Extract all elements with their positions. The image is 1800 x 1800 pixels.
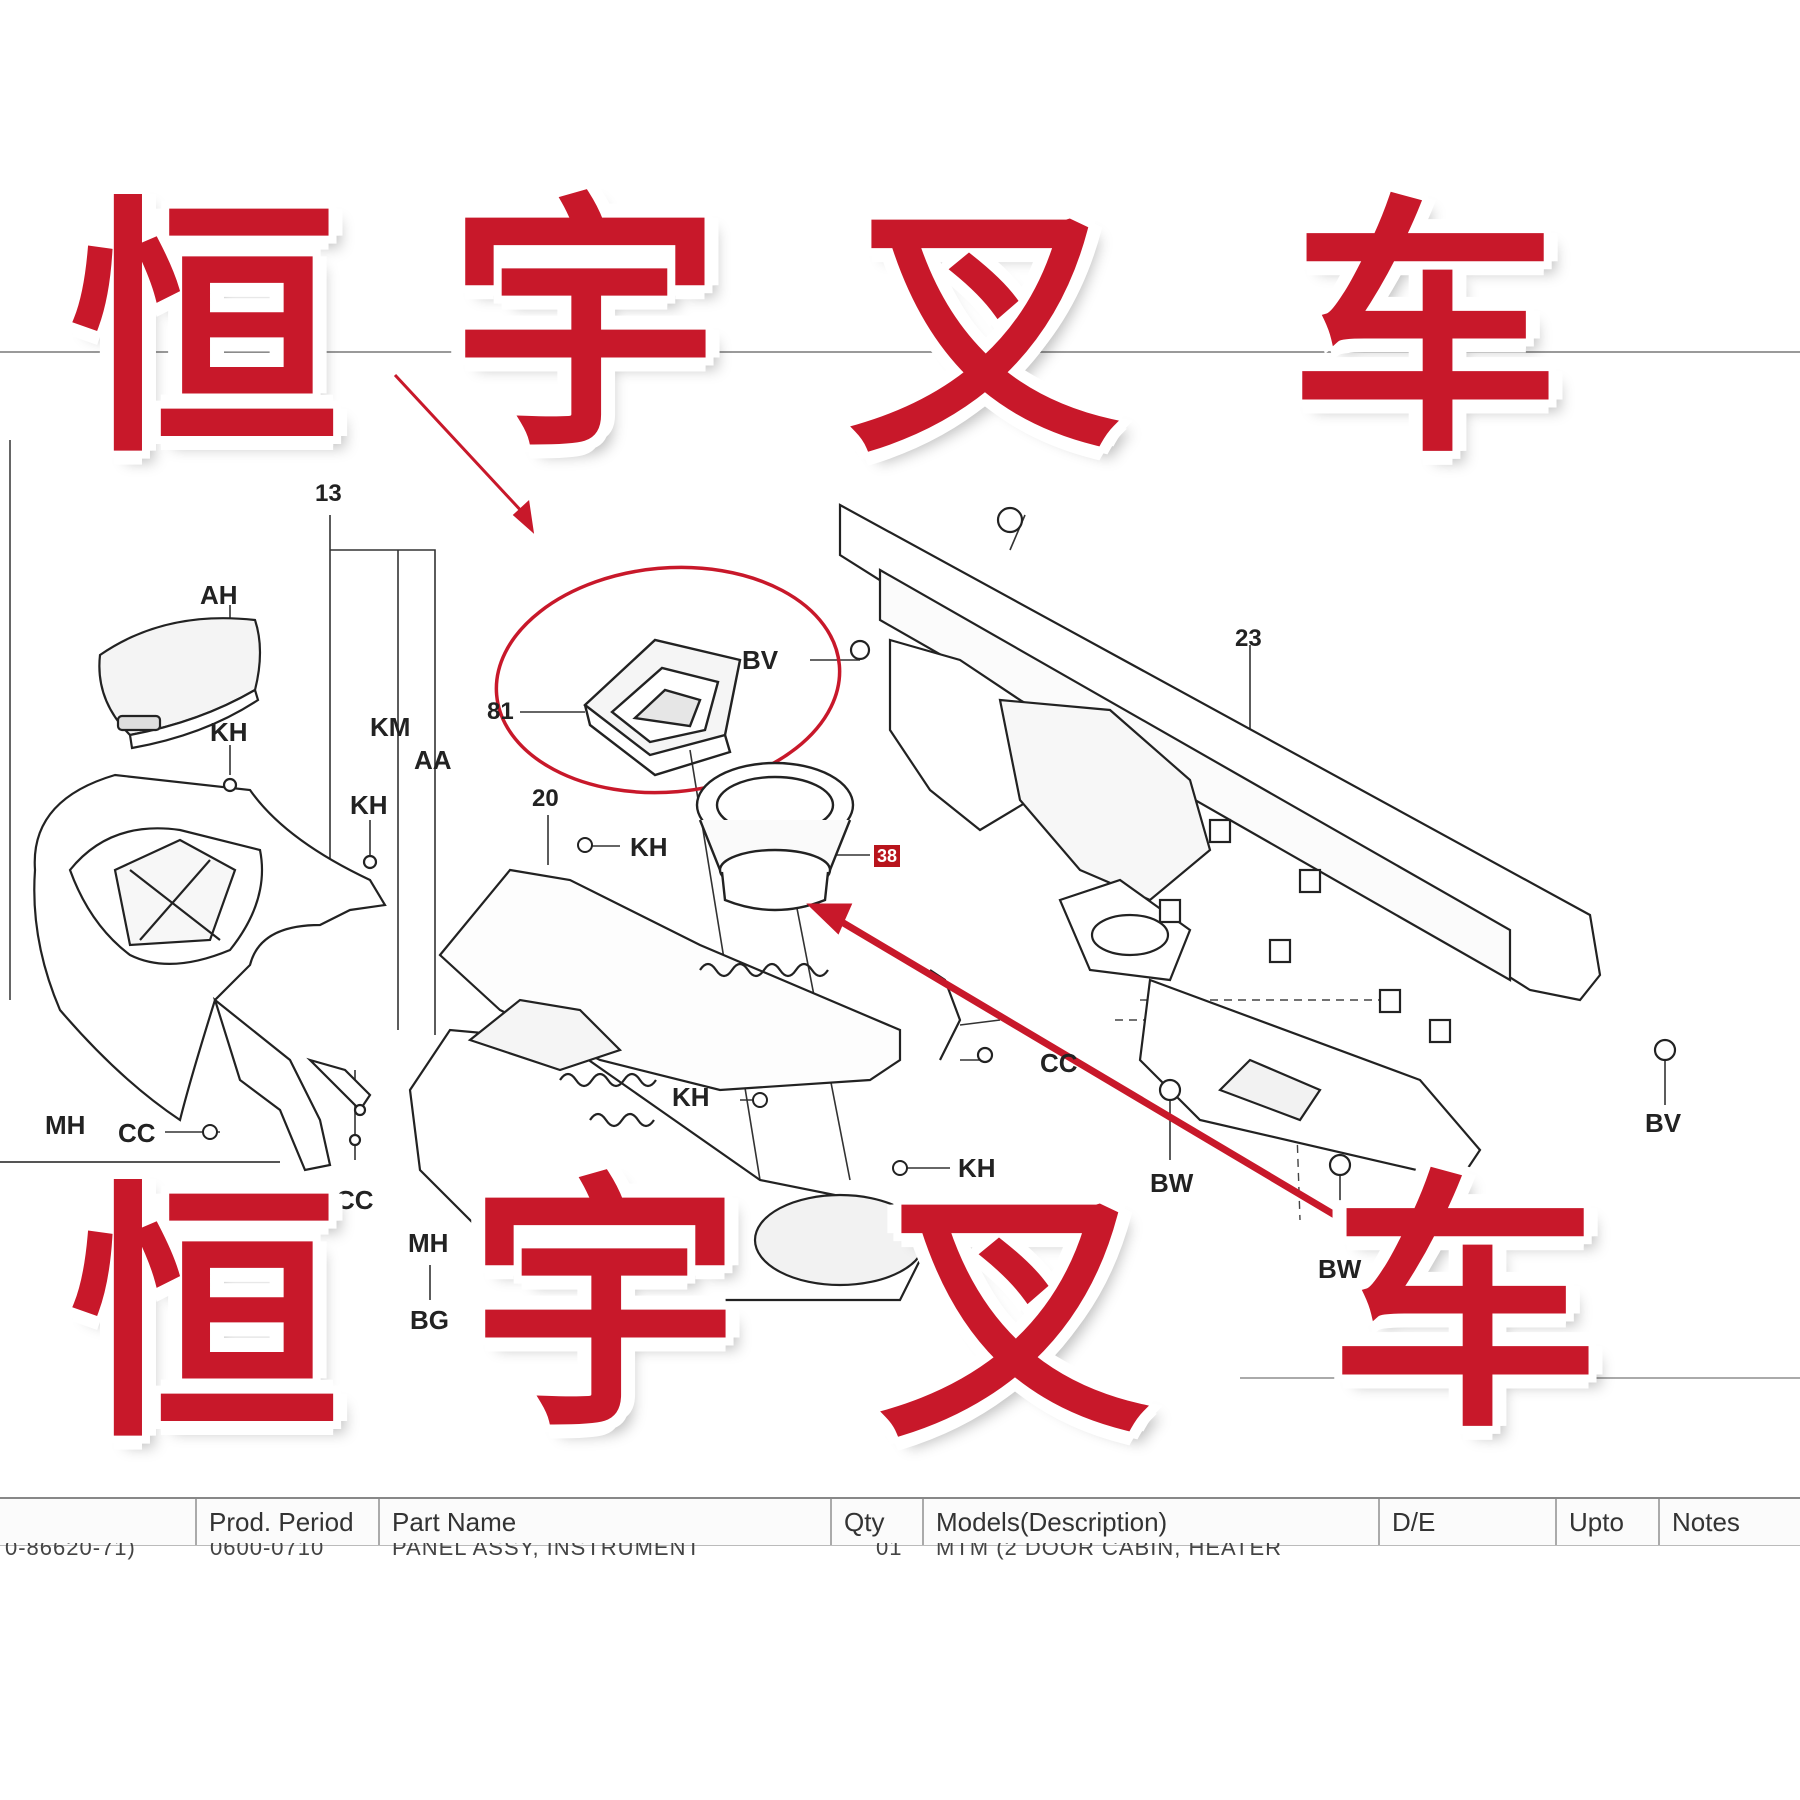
callout-ah: AH	[200, 580, 238, 610]
cell-prod-period: 0600-0710	[210, 1543, 325, 1560]
parts-table-header: Prod. Period Part Name Qty Models(Descri…	[0, 1497, 1800, 1546]
cell-part-name: PANEL ASSY, INSTRUMENT	[392, 1543, 701, 1560]
callout-bw-1: BW	[1150, 1168, 1194, 1198]
callout-13: 13	[315, 480, 342, 507]
part-38-cup-holder	[695, 761, 855, 912]
part-23-frame	[838, 503, 1677, 1182]
watermark-char: 宇	[470, 1146, 740, 1464]
column-upto[interactable]: Upto	[1555, 1499, 1655, 1545]
cell-model: MTM (2 DOOR CABIN, HEATER	[936, 1543, 1283, 1560]
callout-bv-2: BV	[1645, 1108, 1682, 1138]
watermark-char: 叉	[880, 1156, 1150, 1474]
callout-cc-2: CC	[336, 1185, 374, 1215]
callout-mh-2: MH	[408, 1228, 449, 1258]
callout-cc-1: CC	[118, 1118, 156, 1148]
column-qty[interactable]: Qty	[830, 1499, 920, 1545]
callout-kh-3: KH	[630, 832, 668, 862]
callout-mh-1: MH	[45, 1110, 86, 1140]
column-part-name[interactable]: Part Name	[378, 1499, 828, 1545]
watermark-char: 恒	[70, 171, 340, 489]
table-row[interactable]: 0-86620-71) 0600-0710 PANEL ASSY, INSTRU…	[0, 1543, 1800, 1561]
callout-kh-2: KH	[350, 790, 388, 820]
callout-bg: BG	[410, 1305, 449, 1335]
cell-qty: 01	[876, 1543, 903, 1560]
watermark-char: 车	[1290, 171, 1560, 489]
callout-bv-1: BV	[742, 645, 779, 675]
column-de[interactable]: D/E	[1378, 1499, 1548, 1545]
part-81-bezel	[583, 638, 742, 777]
highlight-circle	[494, 565, 842, 795]
cell-part-number: 0-86620-71)	[5, 1543, 136, 1560]
callout-kh-4: KH	[672, 1082, 710, 1112]
callout-km: KM	[370, 712, 411, 742]
callout-aa: AA	[414, 745, 452, 775]
watermark-char: 恒	[70, 1156, 340, 1474]
callout-kh-5: KH	[958, 1153, 996, 1183]
fasteners	[202, 837, 908, 1176]
callout-bw-2: BW	[1318, 1254, 1362, 1284]
part-20-center-panel	[408, 868, 962, 1302]
callout-23: 23	[1235, 625, 1262, 652]
part-13-console-cover	[33, 617, 387, 1172]
callout-38: 38	[874, 845, 901, 867]
column-notes[interactable]: Notes	[1658, 1499, 1800, 1545]
callout-kh-1: KH	[210, 717, 248, 747]
callout-cc-3: CC	[1040, 1048, 1078, 1078]
callout-81: 81	[487, 698, 514, 725]
watermark-char: 车	[1330, 1146, 1600, 1464]
annotation-arrows	[393, 373, 1362, 1234]
column-prod-period[interactable]: Prod. Period	[195, 1499, 375, 1545]
callout-20: 20	[532, 785, 559, 812]
watermark-char: 宇	[450, 166, 720, 484]
watermark-char: 叉	[850, 171, 1120, 489]
column-models-description[interactable]: Models(Description)	[922, 1499, 1377, 1545]
